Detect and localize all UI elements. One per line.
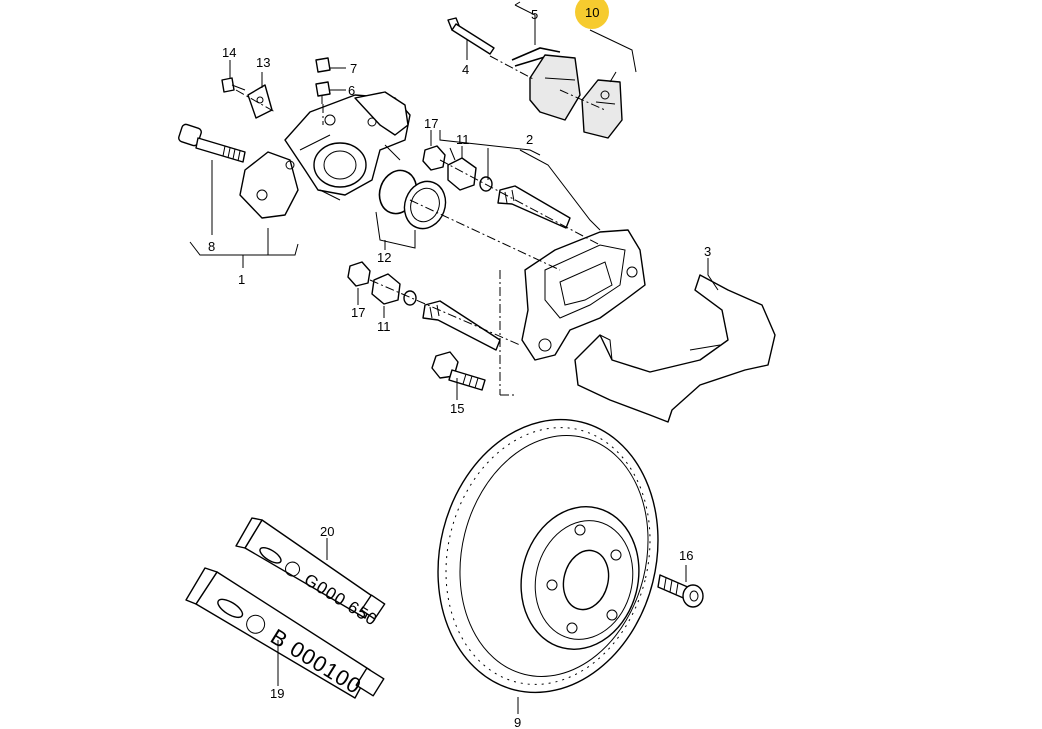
callout-8: 8 — [208, 239, 215, 254]
callout-3: 3 — [704, 244, 711, 259]
callout-19: 19 — [270, 686, 284, 701]
bracket-13 — [247, 84, 273, 119]
guide-pin-upper — [497, 185, 571, 229]
callout-11-lower: 11 — [377, 319, 391, 334]
brake-shield-3 — [574, 274, 776, 423]
callout-6: 6 — [348, 83, 355, 98]
brake-disc-9 — [437, 418, 659, 694]
callout-7: 7 — [350, 61, 357, 76]
callout-10: 10 — [585, 5, 599, 20]
callout-2: 2 — [526, 132, 533, 147]
nut-17-upper — [422, 145, 446, 171]
callout-labels: 1 2 3 4 5 6 7 8 9 10 11 11 12 13 14 15 1… — [208, 5, 711, 729]
caliper-housing — [239, 91, 411, 219]
callout-15: 15 — [450, 401, 464, 416]
seal-rings-12 — [378, 169, 447, 230]
callout-4: 4 — [462, 62, 469, 77]
guide-pin-lower — [422, 300, 501, 351]
callout-17-upper: 17 — [424, 116, 438, 131]
bleed-valve-6 — [315, 81, 331, 104]
leader-lines — [189, 1, 719, 714]
callout-5: 5 — [531, 7, 538, 22]
assembly-lines — [235, 55, 606, 396]
bushing-11-lower — [371, 273, 417, 306]
bolt-15 — [431, 351, 486, 391]
callout-16: 16 — [679, 548, 693, 563]
callout-12: 12 — [377, 250, 391, 265]
brake-pad-outer — [529, 54, 581, 121]
callout-11-upper: 11 — [456, 132, 470, 147]
callout-20: 20 — [320, 524, 334, 539]
nut-17-lower — [347, 261, 371, 287]
bushing-11-upper — [447, 157, 493, 192]
callout-13: 13 — [256, 55, 270, 70]
caliper-carrier — [521, 229, 646, 361]
callout-17-lower: 17 — [351, 305, 365, 320]
cap-7 — [315, 57, 331, 73]
pin-4 — [447, 17, 495, 55]
callout-9: 9 — [514, 715, 521, 729]
callout-14: 14 — [222, 45, 236, 60]
screw-14 — [221, 77, 246, 93]
screw-16 — [657, 574, 704, 608]
highlight-marker — [575, 0, 609, 29]
bolt-8 — [178, 123, 246, 163]
callout-1: 1 — [238, 272, 245, 287]
